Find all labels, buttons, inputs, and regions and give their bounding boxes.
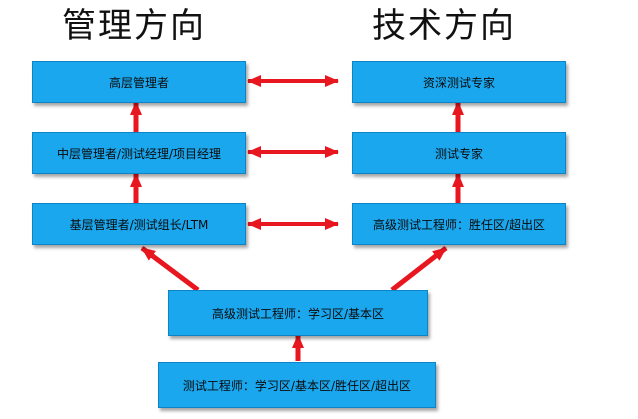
junior-manager-box: 基层管理者/测试组长/LTM (32, 203, 246, 245)
shared-to-technical-arrow (390, 246, 448, 292)
middle-manager-box: 中层管理者/测试经理/项目经理 (32, 132, 246, 174)
senior-expert-label: 资深测试专家 (422, 75, 495, 90)
engineer-box: 测试工程师：学习区/基本区/胜任区/超出区 (158, 362, 436, 408)
senior-engineer-technical-label: 高级测试工程师：胜任区/超出区 (372, 217, 546, 232)
management-track-heading: 管理方向 (62, 6, 206, 46)
senior-expert-box: 资深测试专家 (352, 61, 566, 103)
middle-manager-label: 中层管理者/测试经理/项目经理 (56, 146, 222, 161)
senior-manager-label: 高层管理者 (108, 75, 169, 90)
senior-manager-box: 高层管理者 (32, 61, 246, 103)
technical-track-heading: 技术方向 (372, 6, 516, 46)
shared-to-management-arrow (140, 246, 200, 292)
senior-engineer-shared-label: 高级测试工程师：学习区/基本区 (211, 306, 385, 321)
expert-box: 测试专家 (352, 132, 566, 174)
expert-label: 测试专家 (434, 146, 483, 161)
senior-engineer-technical-box: 高级测试工程师：胜任区/超出区 (352, 203, 566, 245)
senior-engineer-shared-box: 高级测试工程师：学习区/基本区 (168, 290, 428, 336)
junior-manager-label: 基层管理者/测试组长/LTM (69, 217, 209, 232)
engineer-label: 测试工程师：学习区/基本区/胜任区/超出区 (182, 378, 412, 393)
